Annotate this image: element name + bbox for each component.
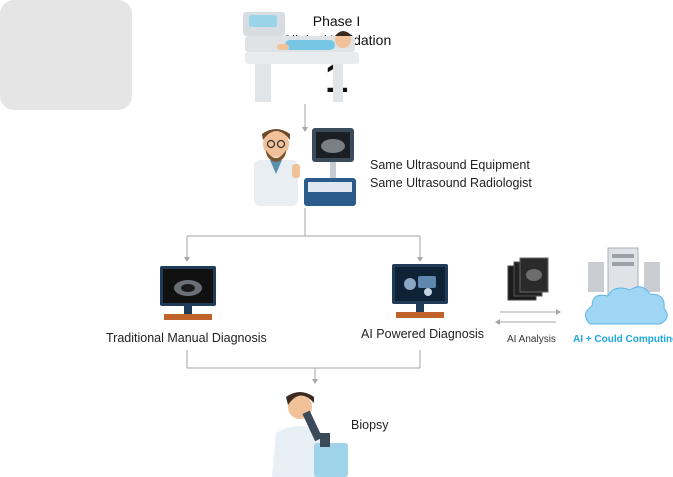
cloud-server-icon (585, 247, 668, 325)
phase-title: Phase I (312, 13, 361, 29)
radiologist-ultrasound-icon (254, 128, 356, 206)
microscope-scientist-icon (272, 392, 348, 477)
ai-analysis-label: AI Analysis (507, 334, 556, 345)
equipment-line-2: Same Ultrasound Radiologist (370, 176, 532, 190)
traditional-diagnosis-label: Traditional Manual Diagnosis (106, 331, 267, 345)
cloud-computing-label: AI + Could Computing (573, 334, 673, 345)
ultrasound-monitor-icon (160, 266, 216, 320)
ai-diagnosis-label: AI Powered Diagnosis (361, 327, 484, 341)
equipment-line-1: Same Ultrasound Equipment (370, 158, 530, 172)
patient-bed-icon (243, 12, 359, 102)
image-stack-icon (507, 257, 549, 301)
ai-monitor-icon (392, 264, 448, 318)
biopsy-label: Biopsy (351, 418, 389, 432)
